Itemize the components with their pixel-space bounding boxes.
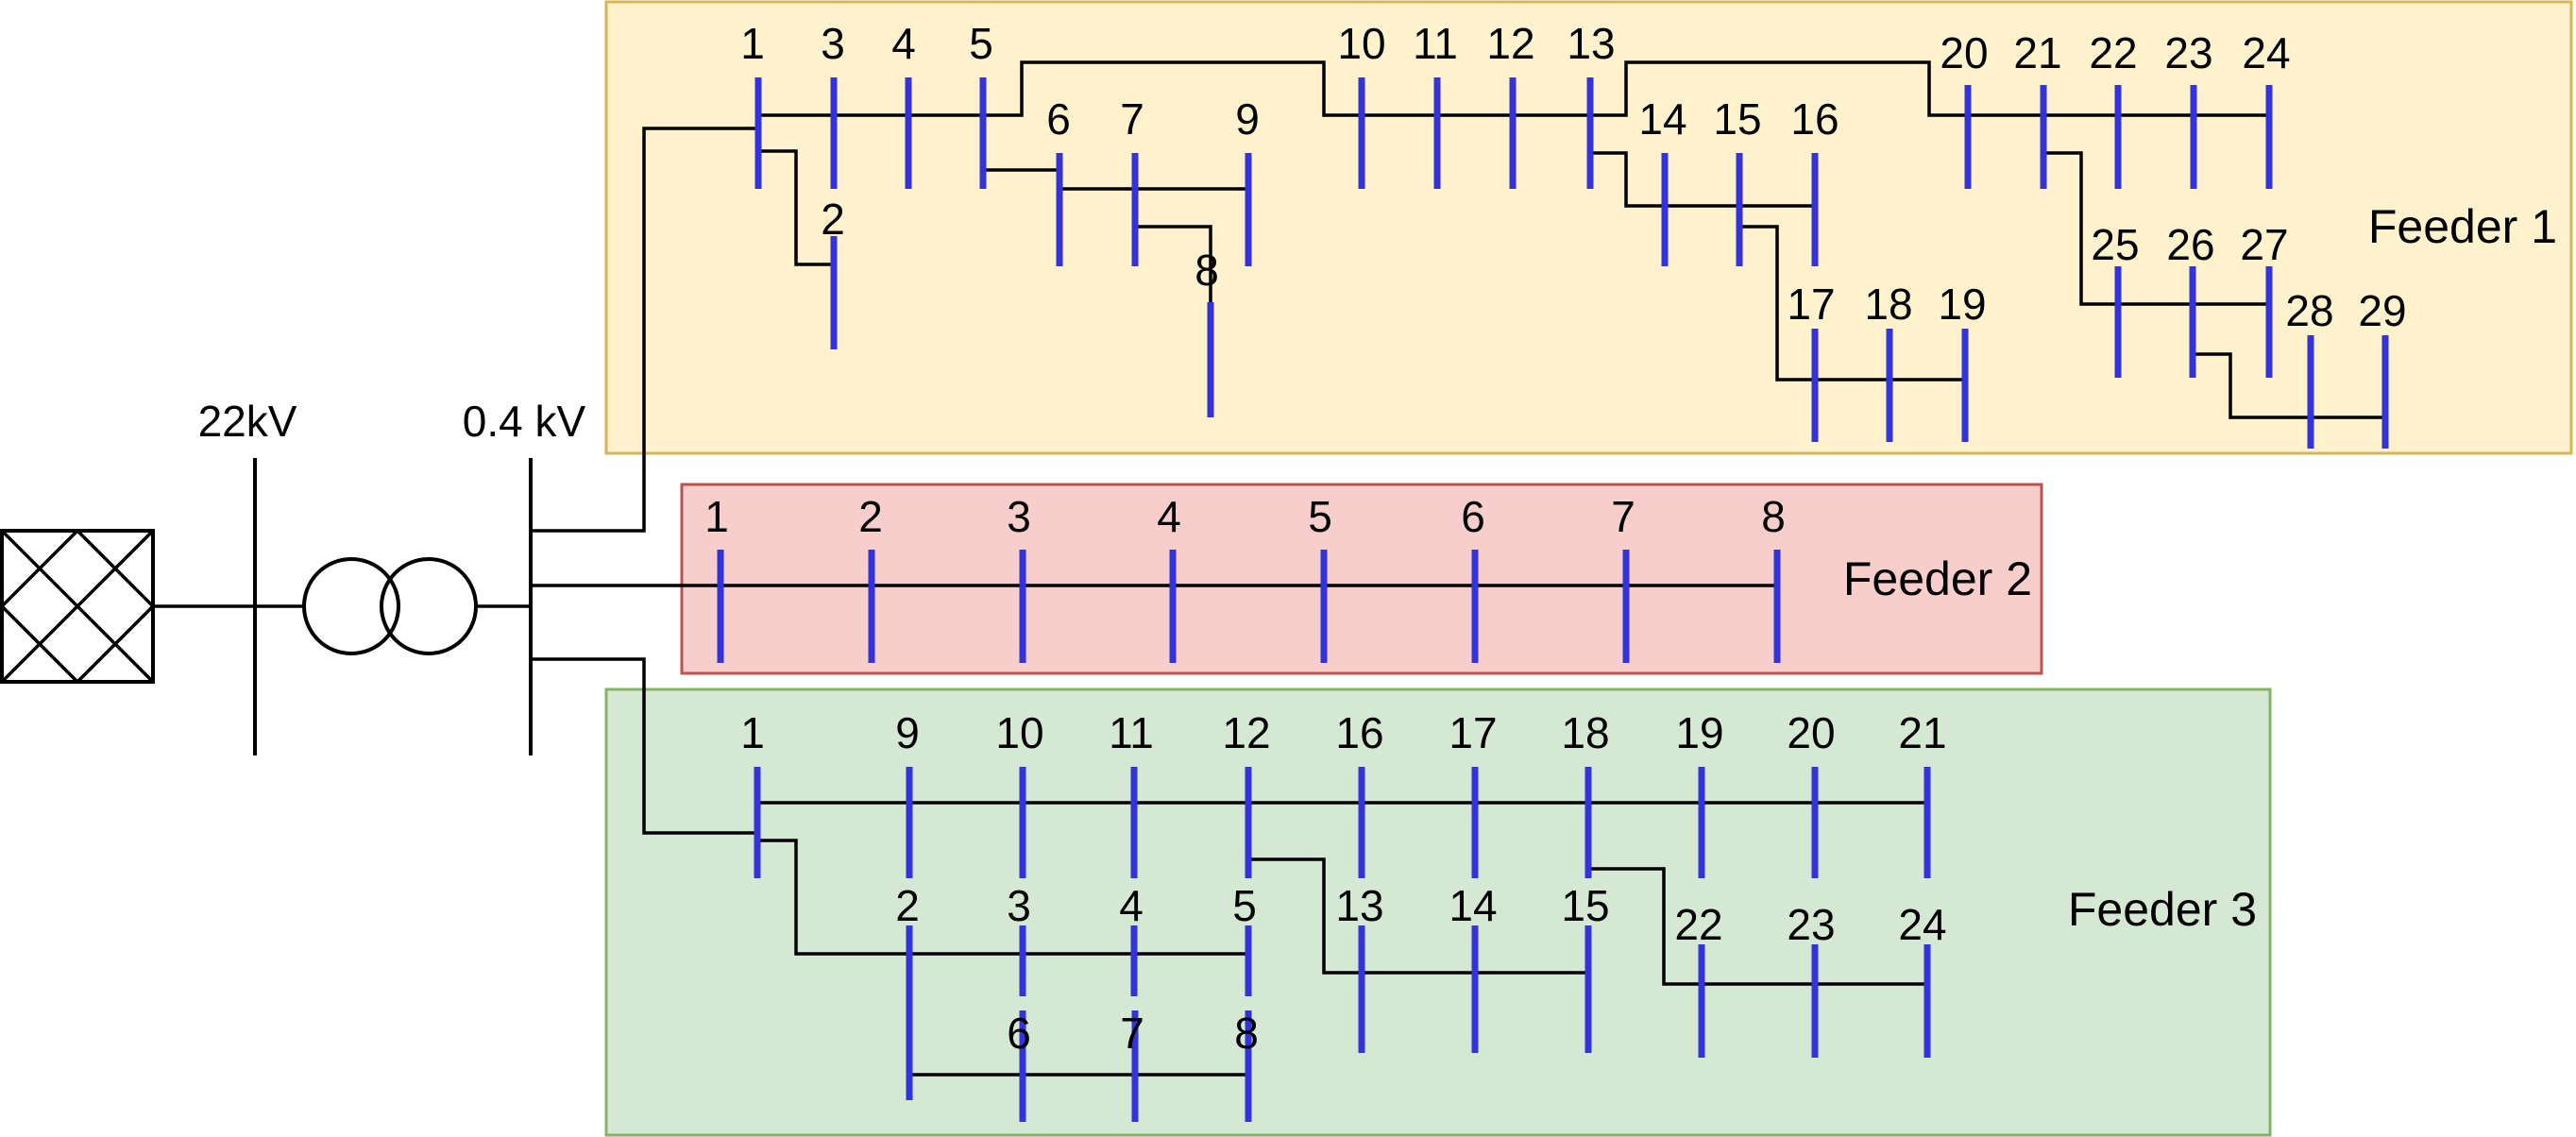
feeder-1-bus-3-label: 3 [821, 19, 845, 68]
external-grid-icon [0, 529, 155, 684]
feeder-1-bus-16-label: 16 [1790, 94, 1839, 144]
feeder-2-label: Feeder 2 [1843, 552, 2032, 605]
feeder-wiring [531, 60, 2385, 1077]
feeder-3-bus-20-label: 20 [1787, 708, 1835, 757]
feeder-1-bus-20-label: 20 [1940, 28, 1988, 77]
bus-nodes [717, 77, 2389, 1122]
feeder-1-bus-2-label: 2 [821, 195, 845, 244]
feeder-1-line [531, 127, 758, 533]
feeder-1-bus-13-label: 13 [1567, 19, 1615, 68]
feeder-3-line [1588, 867, 1927, 986]
feeder-2-bus-1-label: 1 [704, 492, 729, 541]
feeder-3-bus-6-label: 6 [1007, 1009, 1031, 1058]
feeder-1-bus-23-label: 23 [2164, 28, 2212, 77]
feeder-3-bus-4-label: 4 [1119, 881, 1144, 930]
feeder-2-bus-6-label: 6 [1461, 492, 1485, 541]
feeder-3-bus-9-label: 9 [895, 708, 920, 757]
feeder-1-line [2043, 151, 2269, 306]
feeder-2-bus-4-label: 4 [1157, 492, 1181, 541]
feeder-1-bus-15-label: 15 [1713, 94, 1761, 144]
feeder-1-bus-12-label: 12 [1486, 19, 1534, 68]
feeder-2-bus-5-label: 5 [1308, 492, 1332, 541]
feeder-3-bus-17-label: 17 [1449, 708, 1497, 757]
feeder-3-bus-22-label: 22 [1674, 900, 1722, 949]
feeder-3-bus-5-label: 5 [1232, 881, 1257, 930]
feeder-1-bus-14-label: 14 [1638, 94, 1686, 144]
feeder-1-box [604, 0, 2573, 455]
feeder-1-bus-18-label: 18 [1864, 280, 1912, 329]
feeder-1-line [1590, 60, 2269, 117]
feeder-1-line [983, 60, 1590, 117]
feeder-3-bus-19-label: 19 [1675, 708, 1723, 757]
feeder-1-bus-22-label: 22 [2089, 28, 2137, 77]
feeder-1-bus-8-label: 8 [1195, 246, 1219, 295]
feeder-2-bus-3-label: 3 [1007, 492, 1031, 541]
feeder-1-bus-6-label: 6 [1046, 94, 1071, 144]
feeder-1-line [1739, 225, 1965, 382]
feeder-3-bus-7-label: 7 [1120, 1009, 1144, 1058]
feeder-3-bus-24-label: 24 [1898, 900, 1946, 949]
feeder-1-bus-25-label: 25 [2091, 220, 2139, 269]
feeder-1-bus-29-label: 29 [2358, 286, 2406, 335]
feeder-1-bus-4-label: 4 [891, 19, 916, 68]
feeder-1-bus-11-label: 11 [1413, 19, 1458, 68]
feeder-1-line [758, 149, 834, 266]
feeder-3-bus-13-label: 13 [1335, 881, 1383, 930]
hv-voltage-label: 22kV [198, 397, 297, 446]
feeder-1-bus-17-label: 17 [1787, 280, 1835, 329]
feeder-2-box [680, 483, 2043, 675]
feeder-3-bus-23-label: 23 [1787, 900, 1835, 949]
feeder-1-bus-7-label: 7 [1120, 94, 1144, 144]
feeder-3-line [531, 657, 757, 835]
feeder-1-line [1590, 151, 1815, 208]
feeder-3-label: Feeder 3 [2068, 883, 2257, 936]
feeder-1-bus-1-label: 1 [740, 19, 765, 68]
feeder-3-box [604, 687, 2272, 1137]
feeder-3-bus-8-label: 8 [1234, 1009, 1259, 1058]
feeder-1-bus-27-label: 27 [2240, 220, 2288, 269]
feeder-2-bus-2-label: 2 [858, 492, 883, 541]
feeder-3-bus-3-label: 3 [1007, 881, 1031, 930]
lv-voltage-label: 0.4 kV [463, 397, 586, 446]
feeder-1-bus-21-label: 21 [2013, 28, 2061, 77]
feeder-3-bus-12-label: 12 [1222, 708, 1270, 757]
feeder-1-bus-9-label: 9 [1235, 94, 1260, 144]
feeder-1-bus-26-label: 26 [2166, 220, 2214, 269]
feeder-3-bus-11-label: 11 [1109, 708, 1154, 757]
feeder-3-bus-16-label: 16 [1335, 708, 1383, 757]
feeder-2-bus-7-label: 7 [1611, 492, 1635, 541]
feeder-1-bus-10-label: 10 [1337, 19, 1385, 68]
feeder-3-bus-14-label: 14 [1449, 881, 1497, 930]
feeder-1-label: Feeder 1 [2368, 200, 2557, 253]
feeder-3-bus-10-label: 10 [995, 708, 1043, 757]
feeder-1-bus-24-label: 24 [2242, 28, 2290, 77]
feeder-3-bus-18-label: 18 [1561, 708, 1609, 757]
transformer-icon [302, 557, 478, 655]
feeder-1-bus-28-label: 28 [2285, 286, 2333, 335]
feeder-2-bus-8-label: 8 [1761, 492, 1786, 541]
feeder-1-bus-5-label: 5 [969, 19, 993, 68]
feeder-3-bus-2-label: 2 [895, 881, 920, 930]
feeder-1-bus-19-label: 19 [1938, 280, 1986, 329]
feeder-3-line [1248, 857, 1588, 975]
feeder-3-bus-21-label: 21 [1898, 708, 1946, 757]
feeder-3-bus-1-label: 1 [740, 708, 765, 757]
feeder-3-bus-15-label: 15 [1561, 881, 1609, 930]
